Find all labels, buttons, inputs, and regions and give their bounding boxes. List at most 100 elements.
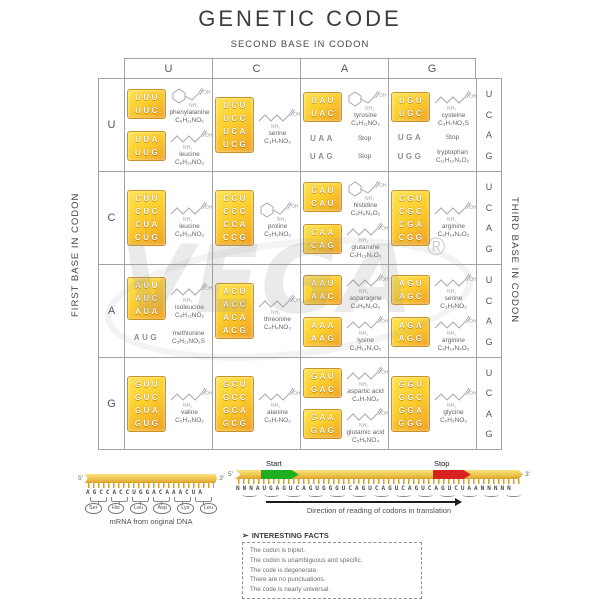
codon: CAG — [310, 241, 337, 250]
second-base-label: SECOND BASE IN CODON — [230, 39, 370, 50]
amino-name: Stop — [357, 135, 372, 142]
codon: UGU — [398, 95, 425, 105]
third-base-letter: U — [485, 368, 493, 379]
amino-name: lysine — [357, 337, 374, 344]
codon: AAG — [310, 334, 337, 343]
codon: UAG — [309, 152, 336, 161]
amino-name: glutamic acid — [346, 429, 385, 437]
amino-name: valine — [181, 408, 198, 416]
codon: UUG — [134, 148, 161, 157]
svg-text:OH: OH — [381, 411, 389, 417]
amino-name: asparagine — [349, 295, 382, 302]
svg-text:NH₂: NH₂ — [365, 196, 374, 201]
codon: AUU — [135, 281, 160, 291]
svg-text:OH: OH — [469, 94, 477, 100]
codon-bracket — [132, 497, 149, 505]
third-base-letter: G — [485, 428, 493, 439]
mrna-left-caption: mRNA from original DNA — [109, 516, 193, 526]
codon: GGU — [398, 379, 425, 389]
svg-text:NH₂: NH₂ — [447, 217, 456, 222]
amino-formula: C₃H₇NO₂S — [438, 119, 469, 127]
mrna-ribbon — [84, 474, 218, 483]
amino-name: alanine — [267, 408, 288, 416]
amino-name: cysteine — [441, 111, 466, 119]
svg-text:NH₂: NH₂ — [359, 382, 368, 387]
codon: UUC — [135, 106, 160, 115]
codon: CGU — [398, 194, 425, 203]
svg-text:NH₂: NH₂ — [271, 124, 280, 129]
svg-text:OH: OH — [381, 319, 389, 325]
codon: UUU — [135, 93, 160, 102]
codon: UAU — [311, 96, 336, 105]
codon: UCU — [223, 101, 248, 110]
codon-brace — [506, 493, 521, 497]
mrna-right-caption: Direction of reading of codons in transl… — [306, 506, 452, 515]
codon: CGG — [398, 233, 425, 242]
corner-cell — [98, 58, 124, 78]
codon: AGC — [398, 292, 425, 301]
row-base-label: A — [98, 264, 124, 357]
codon: AAA — [311, 321, 336, 330]
codon: CUU — [135, 194, 160, 203]
codon: GAC — [310, 384, 337, 394]
codon: GAG — [310, 426, 337, 436]
codon: AAU — [311, 279, 336, 288]
stop-label: Stop — [434, 459, 450, 468]
codon: CUA — [135, 220, 160, 229]
codon: GCG — [222, 418, 249, 428]
codon-box: AAA AAG — [303, 317, 342, 347]
amino-info: Stop — [343, 135, 386, 142]
codon: AUA — [135, 307, 160, 317]
amino-info: Stop — [343, 153, 386, 160]
amino-formula: C₆H₁₃NO₂ — [174, 159, 205, 166]
amino-formula: C₄H₇NO₄ — [352, 395, 379, 403]
codon-brace — [418, 493, 433, 497]
third-base-letter: G — [485, 336, 493, 347]
amino-name: serine — [444, 295, 463, 302]
amino-oval: Leu — [199, 503, 217, 514]
amino-formula: C₁₁H₁₂N₂O₂ — [435, 156, 470, 164]
amino-oval: Leu — [130, 503, 148, 514]
amino-formula: C₆H₁₃NO₂ — [174, 231, 205, 238]
svg-text:OH: OH — [381, 226, 389, 232]
codon-box: UUU UUC — [127, 89, 166, 119]
codon-brace — [264, 493, 279, 497]
amino-formula: C₆H₁₄N₄O₂ — [437, 345, 470, 352]
codon: CAU — [311, 186, 336, 195]
codon-plain: UGA — [391, 131, 428, 144]
third-base-letter: C — [485, 109, 493, 120]
svg-text:OH: OH — [205, 205, 213, 211]
third-base-letter: U — [485, 182, 493, 193]
amino-formula: C₅H₉NO₂ — [264, 231, 291, 238]
codon: CAA — [311, 228, 336, 237]
codon-bracket — [153, 497, 170, 505]
amino-name: Stop — [357, 153, 372, 160]
codon: ACC — [223, 300, 248, 309]
